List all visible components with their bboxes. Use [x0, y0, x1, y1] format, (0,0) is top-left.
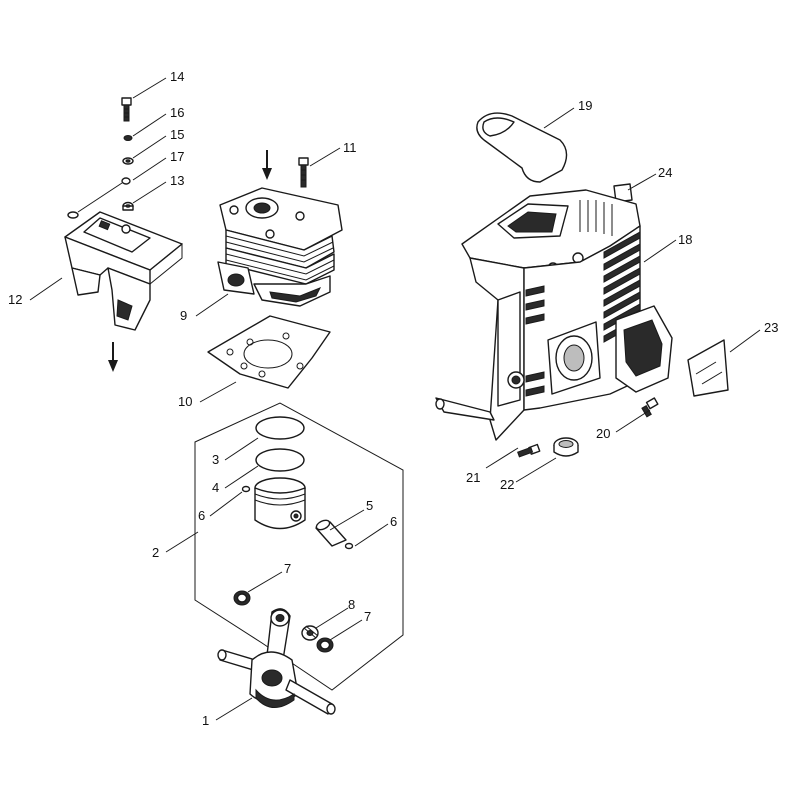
callout-19: 19 [578, 98, 592, 113]
callout-2: 2 [152, 545, 159, 560]
callout-7: 7 [364, 609, 371, 624]
callout-8: 8 [348, 597, 355, 612]
part-12-muffler-cover[interactable] [64, 211, 183, 331]
callout-24: 24 [658, 165, 672, 180]
arrow-down-icon [108, 342, 118, 372]
part-7-needle-bearing[interactable] [316, 637, 334, 653]
part-7-needle-bearing[interactable] [233, 590, 251, 606]
callout-9: 9 [180, 308, 187, 323]
callout-16: 16 [170, 105, 184, 120]
part-1-crankshaft[interactable] [217, 608, 336, 715]
part-3-piston-ring[interactable] [255, 416, 305, 440]
part-10-gasket[interactable] [207, 315, 331, 389]
callout-labels: 14 16 15 17 13 12 11 9 9 10 3 4 6 5 6 2 … [8, 69, 778, 728]
callout-13: 13 [170, 173, 184, 188]
callout-3: 3 [212, 452, 219, 467]
callout-10: 10 [178, 394, 192, 409]
part-15-washer[interactable] [122, 157, 134, 165]
callout-15: 15 [170, 127, 184, 142]
part-20-screw[interactable] [641, 397, 659, 418]
callout-18: 18 [678, 232, 692, 247]
callout-22: 22 [500, 477, 514, 492]
part-6-circlip[interactable] [344, 542, 354, 550]
callout-6: 6 [390, 514, 397, 529]
part-23-shield[interactable] [687, 339, 729, 397]
callout-6: 6 [198, 508, 205, 523]
piston[interactable] [254, 477, 306, 530]
part-8-bearing[interactable] [301, 625, 319, 641]
part-22-plug[interactable] [553, 437, 579, 457]
part-9-cylinder[interactable] [217, 187, 343, 307]
arrow-down-icon [262, 150, 272, 180]
callout-20: 20 [596, 426, 610, 441]
part-17-cable[interactable] [67, 177, 131, 219]
part-14-screw[interactable] [121, 97, 132, 122]
callout-17: 17 [170, 149, 184, 164]
part-2-piston-group-outline [194, 402, 404, 691]
part-24-label[interactable] [613, 183, 633, 203]
part-16-clip[interactable] [123, 135, 133, 141]
callout-5: 5 [366, 498, 373, 513]
callout-12: 12 [8, 292, 22, 307]
part-19-grip[interactable] [476, 112, 568, 183]
part-18-engine-housing[interactable] [435, 189, 673, 441]
callout-23: 23 [764, 320, 778, 335]
callout-21: 21 [466, 470, 480, 485]
callout-4: 4 [212, 480, 219, 495]
callout-14: 14 [170, 69, 184, 84]
callout-1: 1 [202, 713, 209, 728]
part-11-bolt[interactable] [298, 157, 309, 188]
part-6-circlip[interactable] [241, 485, 251, 493]
callout-11: 11 [343, 140, 357, 155]
part-5-piston-pin[interactable] [315, 518, 347, 547]
leader-lines [29, 77, 761, 721]
part-4-piston-ring[interactable] [255, 448, 305, 472]
part-21-screw[interactable] [517, 443, 541, 458]
part-13-nut[interactable] [122, 201, 134, 211]
callout-7: 7 [284, 561, 291, 576]
